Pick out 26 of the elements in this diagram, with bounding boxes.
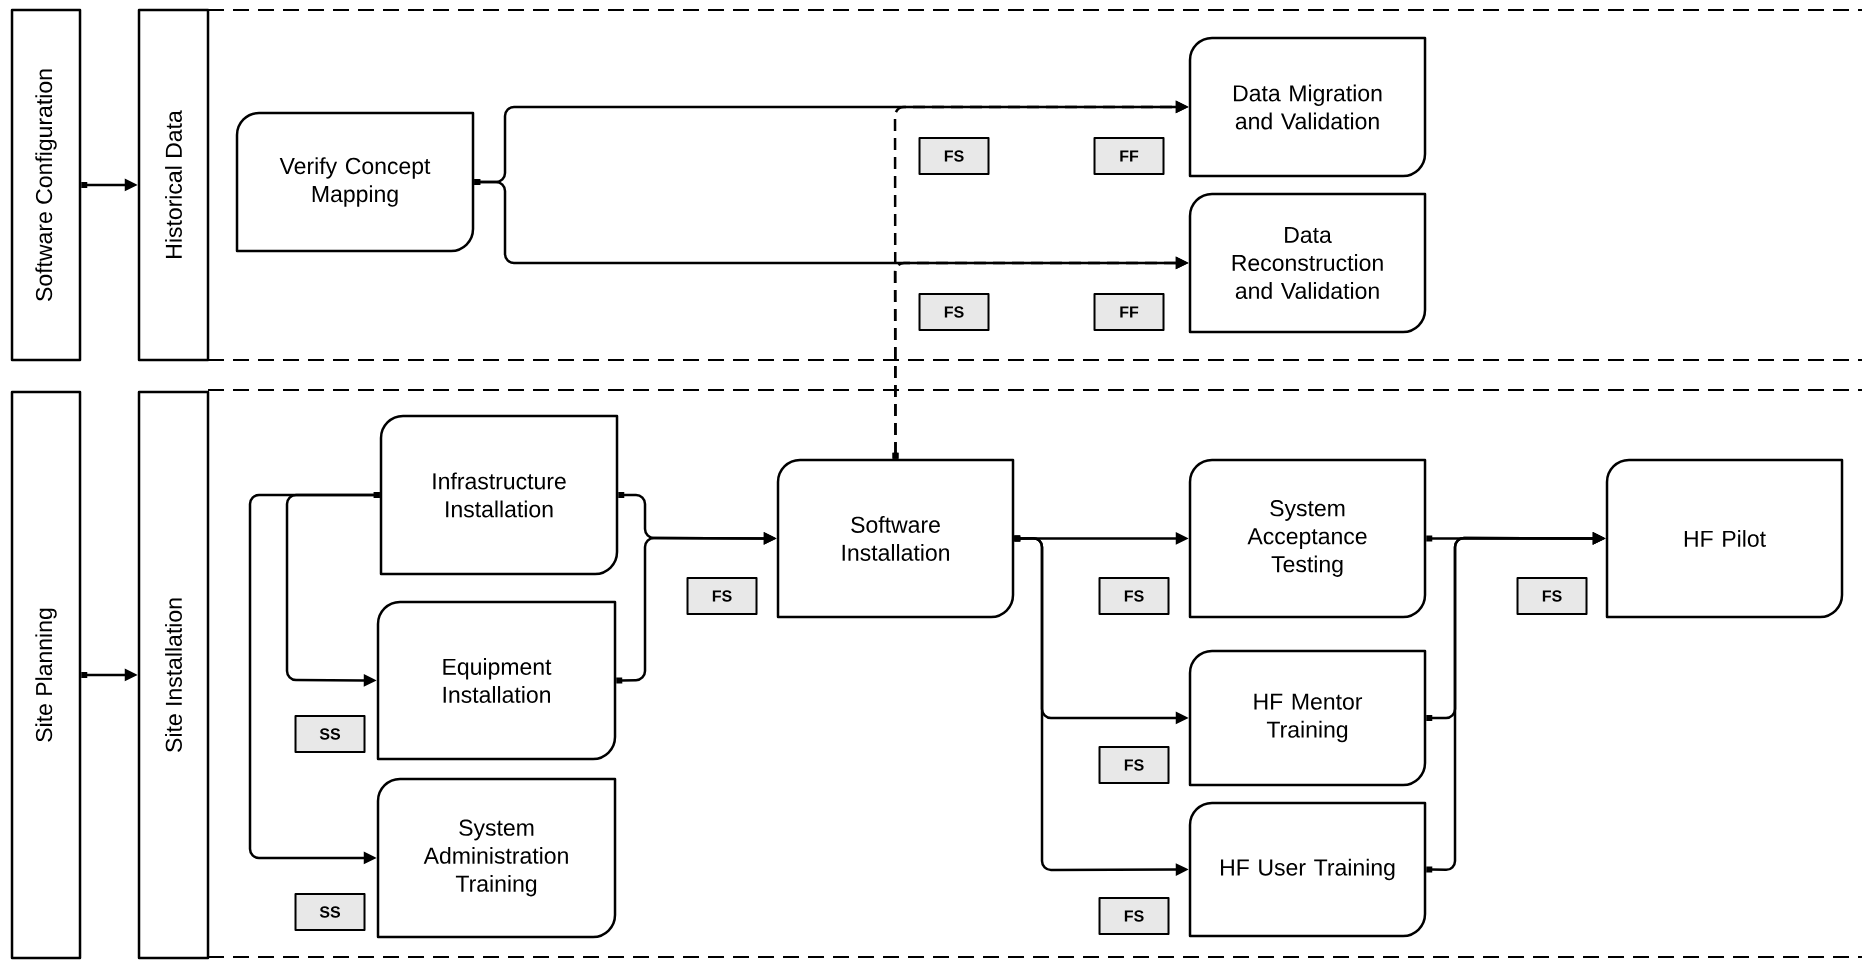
- edge-label: SS: [294, 893, 366, 931]
- task-box: Infrastructure Installation: [379, 414, 619, 576]
- edge-label: FS: [1098, 897, 1170, 935]
- edge-label: FS: [918, 293, 990, 331]
- task-box: Data Reconstruction and Validation: [1188, 192, 1427, 334]
- task-box: Software Installation: [776, 458, 1015, 619]
- task-box: HF User Training: [1188, 801, 1427, 938]
- edge-label: FS: [1516, 577, 1588, 615]
- lane-header: Site Planning: [10, 390, 82, 960]
- lane-header: Historical Data: [137, 8, 210, 362]
- task-box: HF Pilot: [1605, 458, 1844, 619]
- task-box: Verify Concept Mapping: [235, 111, 475, 253]
- lane-header: Site Installation: [137, 390, 210, 960]
- edge-label: FF: [1093, 293, 1165, 331]
- task-box: System Acceptance Testing: [1188, 458, 1427, 619]
- edge-label: FS: [918, 137, 990, 175]
- task-box: Data Migration and Validation: [1188, 36, 1427, 178]
- task-box: HF Mentor Training: [1188, 649, 1427, 787]
- edge-label: FS: [1098, 577, 1170, 615]
- edge-label: FF: [1093, 137, 1165, 175]
- task-box: Equipment Installation: [376, 600, 617, 761]
- lane-header: Software Configuration: [10, 8, 82, 362]
- edge-label: SS: [294, 715, 366, 753]
- task-box: System Administration Training: [376, 777, 617, 939]
- edge-label: FS: [1098, 746, 1170, 784]
- edge-label: FS: [686, 577, 758, 615]
